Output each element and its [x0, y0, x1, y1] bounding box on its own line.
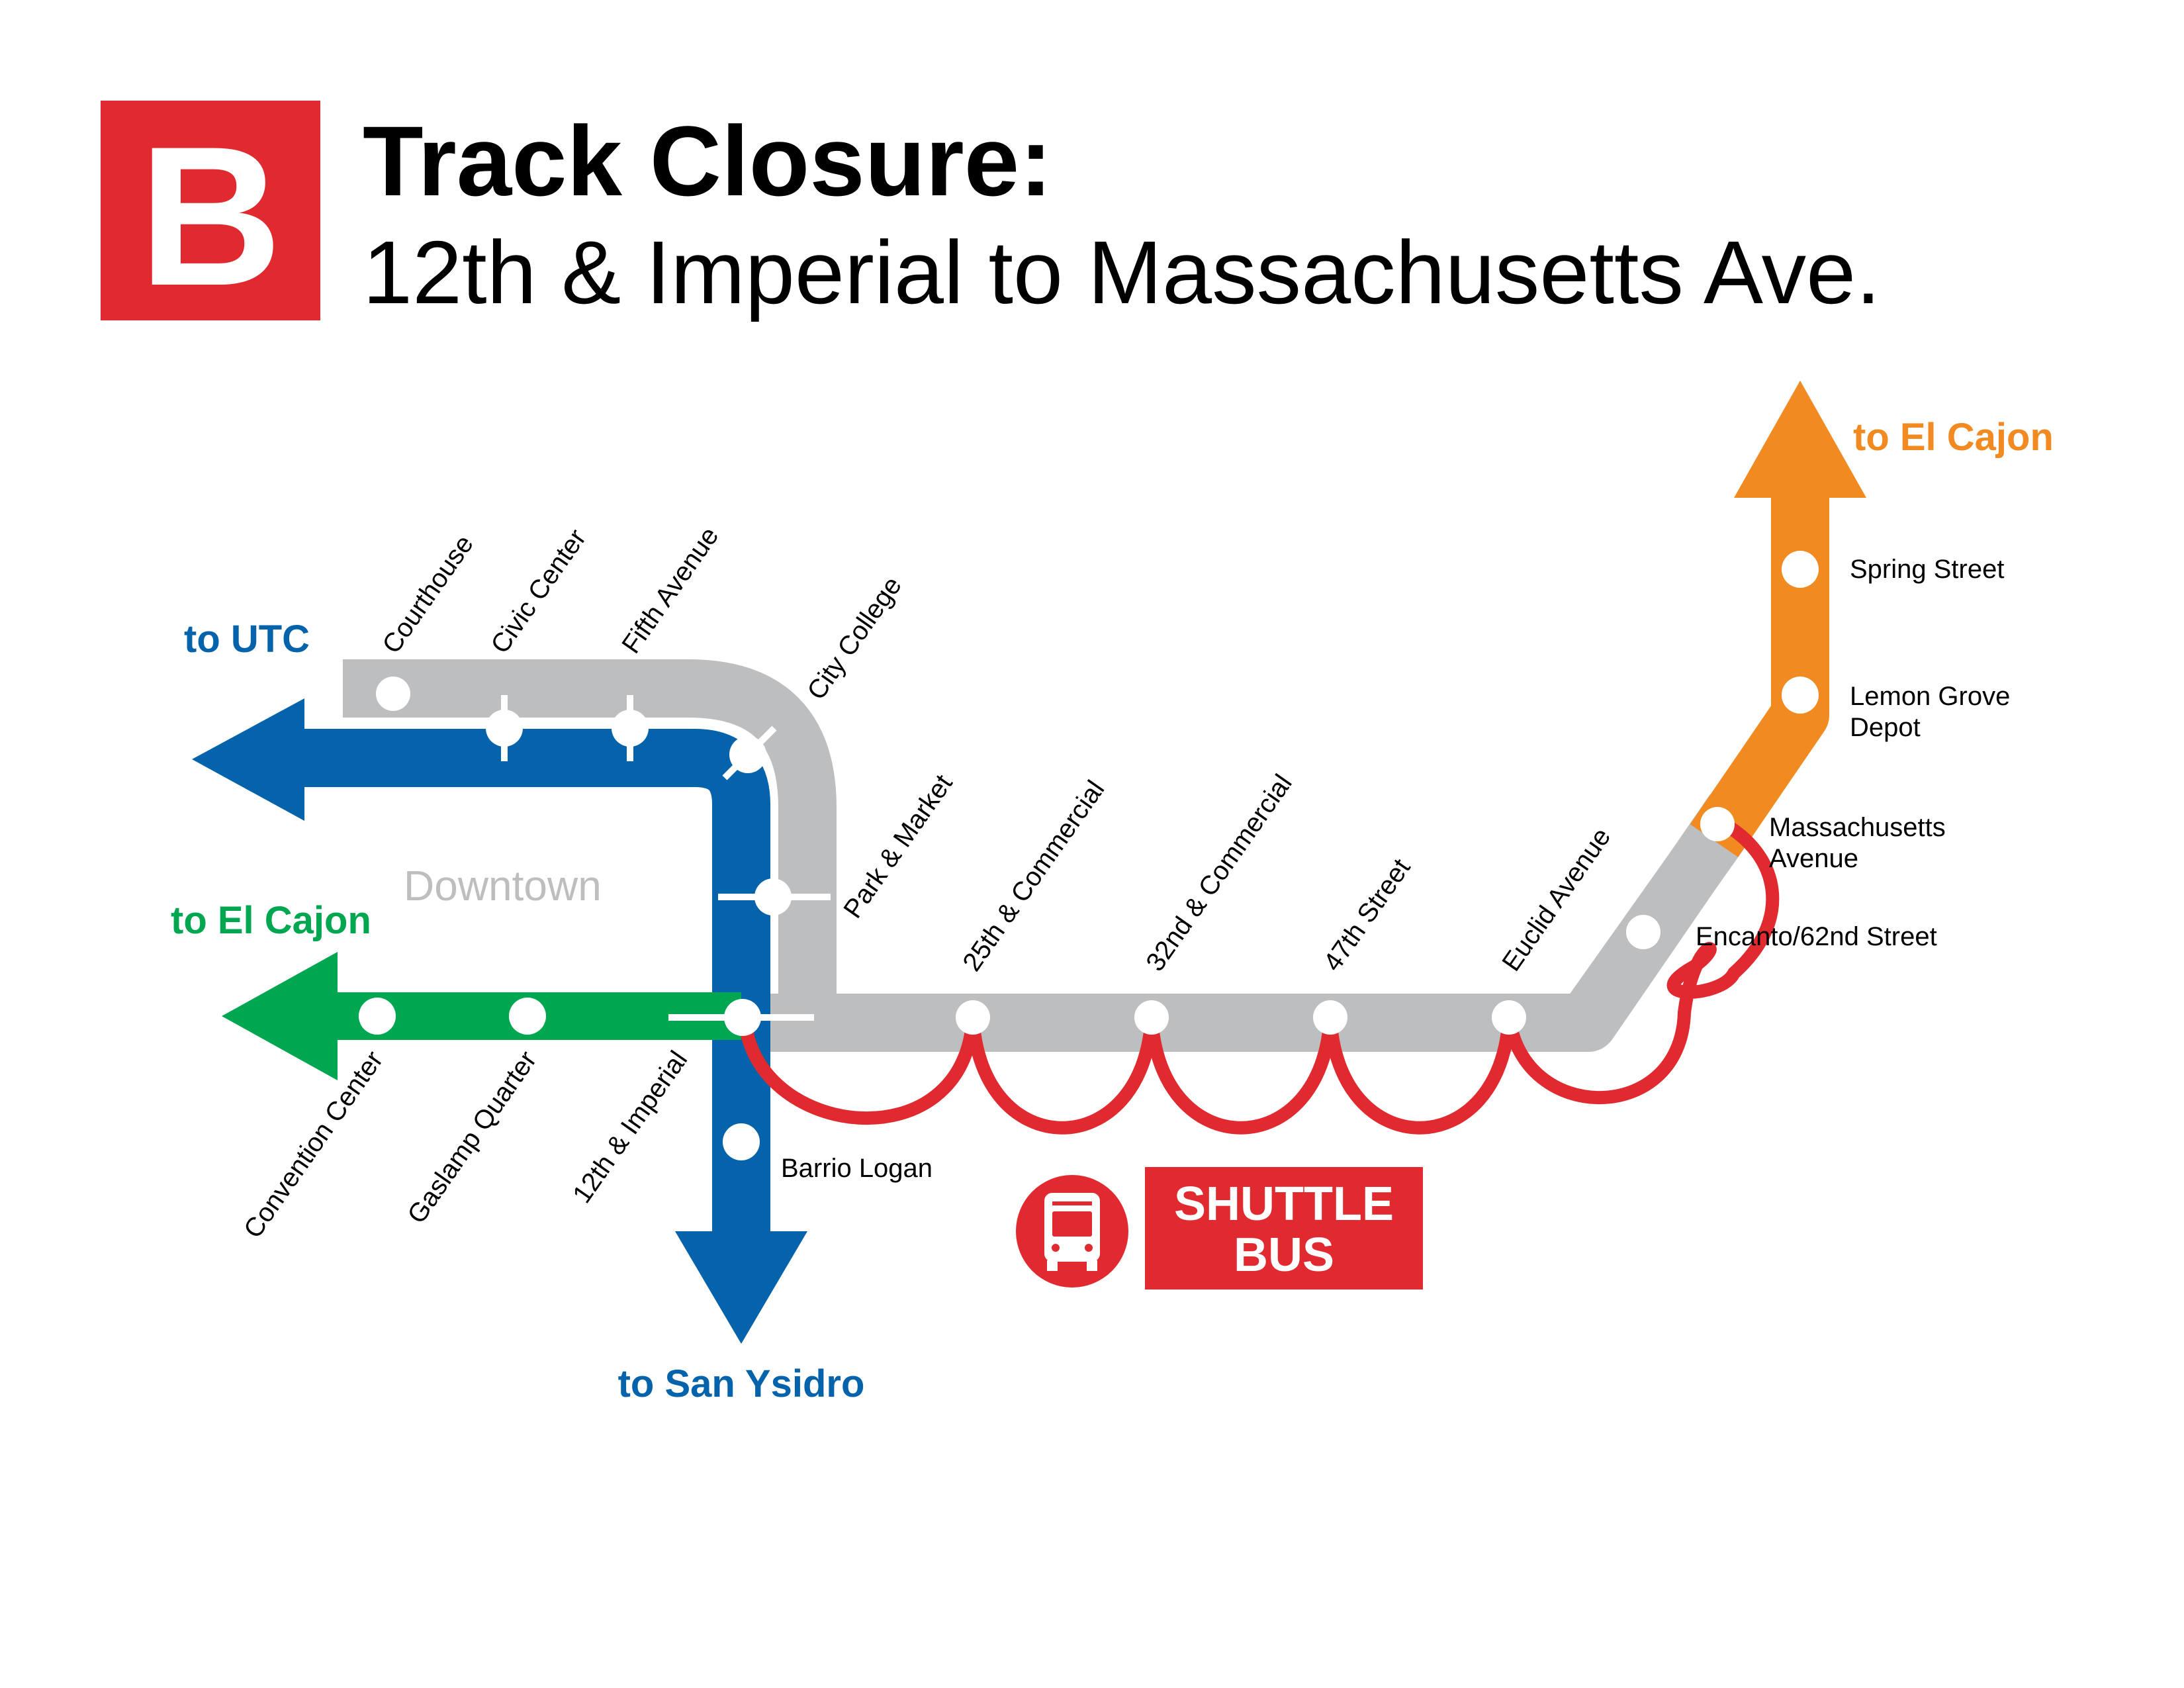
green-line-arrow — [222, 952, 338, 1080]
header: B Track Closure: 12th & Imperial to Mass… — [101, 101, 1881, 327]
shuttle-bus-box — [1145, 1167, 1423, 1289]
station-barrio-logan — [723, 1123, 760, 1160]
station-encanto — [1626, 915, 1661, 949]
label-euclid-avenue: Euclid Avenue — [1496, 823, 1616, 976]
page-title: Track Closure: — [363, 105, 1052, 216]
shuttle-route — [738, 816, 1780, 1135]
orange-line — [1690, 463, 1829, 857]
station-civic-center — [486, 695, 523, 761]
area-label-downtown: Downtown — [404, 862, 602, 910]
label-47th-street: 47th Street — [1318, 854, 1416, 977]
label-spring-street: Spring Street — [1850, 555, 2004, 584]
label-12th-imperial: 12th & Imperial — [567, 1046, 693, 1209]
label-gaslamp-quarter: Gaslamp Quarter — [402, 1046, 542, 1229]
label-fifth-avenue: Fifth Avenue — [616, 522, 724, 659]
station-courthouse — [376, 677, 410, 711]
station-32nd-commercial — [1134, 1000, 1169, 1035]
station-47th-street — [1313, 1000, 1347, 1035]
blue-line-south-arrow — [675, 1231, 807, 1344]
label-barrio-logan: Barrio Logan — [781, 1154, 933, 1183]
gray-track-tail — [739, 812, 1743, 1052]
station-markers — [359, 551, 1819, 1160]
station-massachusetts — [1700, 807, 1735, 841]
label-civic-center: Civic Center — [485, 524, 592, 659]
blue-line-west-arrow — [192, 698, 304, 821]
label-courthouse: Courthouse — [377, 530, 479, 659]
line-badge-letter: B — [139, 105, 283, 327]
station-fifth-avenue — [612, 695, 649, 761]
label-lemon-grove-1: Lemon Grove — [1850, 682, 2010, 711]
direction-to-san-ysidro: to San Ysidro — [618, 1362, 865, 1405]
orange-line-arrow — [1734, 381, 1866, 498]
station-park-market — [718, 878, 831, 915]
bus-icon — [1044, 1193, 1100, 1271]
shuttle-bus-line1: SHUTTLE — [1174, 1178, 1394, 1231]
label-massachusetts-2: Avenue — [1769, 844, 1858, 873]
direction-to-el-cajon-orange: to El Cajon — [1853, 416, 2054, 459]
label-lemon-grove-2: Depot — [1850, 713, 1921, 742]
label-32nd-commercial: 32nd & Commercial — [1140, 769, 1298, 976]
station-25th-commercial — [956, 1000, 990, 1035]
label-park-market: Park & Market — [838, 769, 958, 923]
label-encanto: Encanto/62nd Street — [1696, 922, 1937, 951]
station-city-college — [722, 726, 777, 780]
station-convention-center — [359, 998, 396, 1035]
label-25th-commercial: 25th & Commercial — [957, 775, 1110, 976]
station-euclid-avenue — [1492, 1000, 1526, 1035]
station-gaslamp-quarter — [509, 998, 546, 1035]
direction-to-utc: to UTC — [184, 618, 310, 661]
line-badge — [101, 101, 320, 320]
page-subtitle: 12th & Imperial to Massachusetts Ave. — [363, 222, 1881, 322]
label-massachusetts-1: Massachusetts — [1769, 813, 1946, 842]
label-city-college: City College — [801, 571, 907, 705]
shuttle-legend: SHUTTLE BUS — [1016, 1167, 1423, 1289]
gray-track-downtown — [343, 659, 1758, 1052]
label-convention-center: Convention Center — [238, 1046, 388, 1243]
station-spring-street — [1782, 551, 1819, 588]
direction-to-el-cajon-green: to El Cajon — [171, 899, 371, 942]
shuttle-bus-line2: BUS — [1234, 1229, 1334, 1282]
station-lemon-grove — [1782, 677, 1819, 714]
station-12th-imperial — [668, 999, 814, 1036]
